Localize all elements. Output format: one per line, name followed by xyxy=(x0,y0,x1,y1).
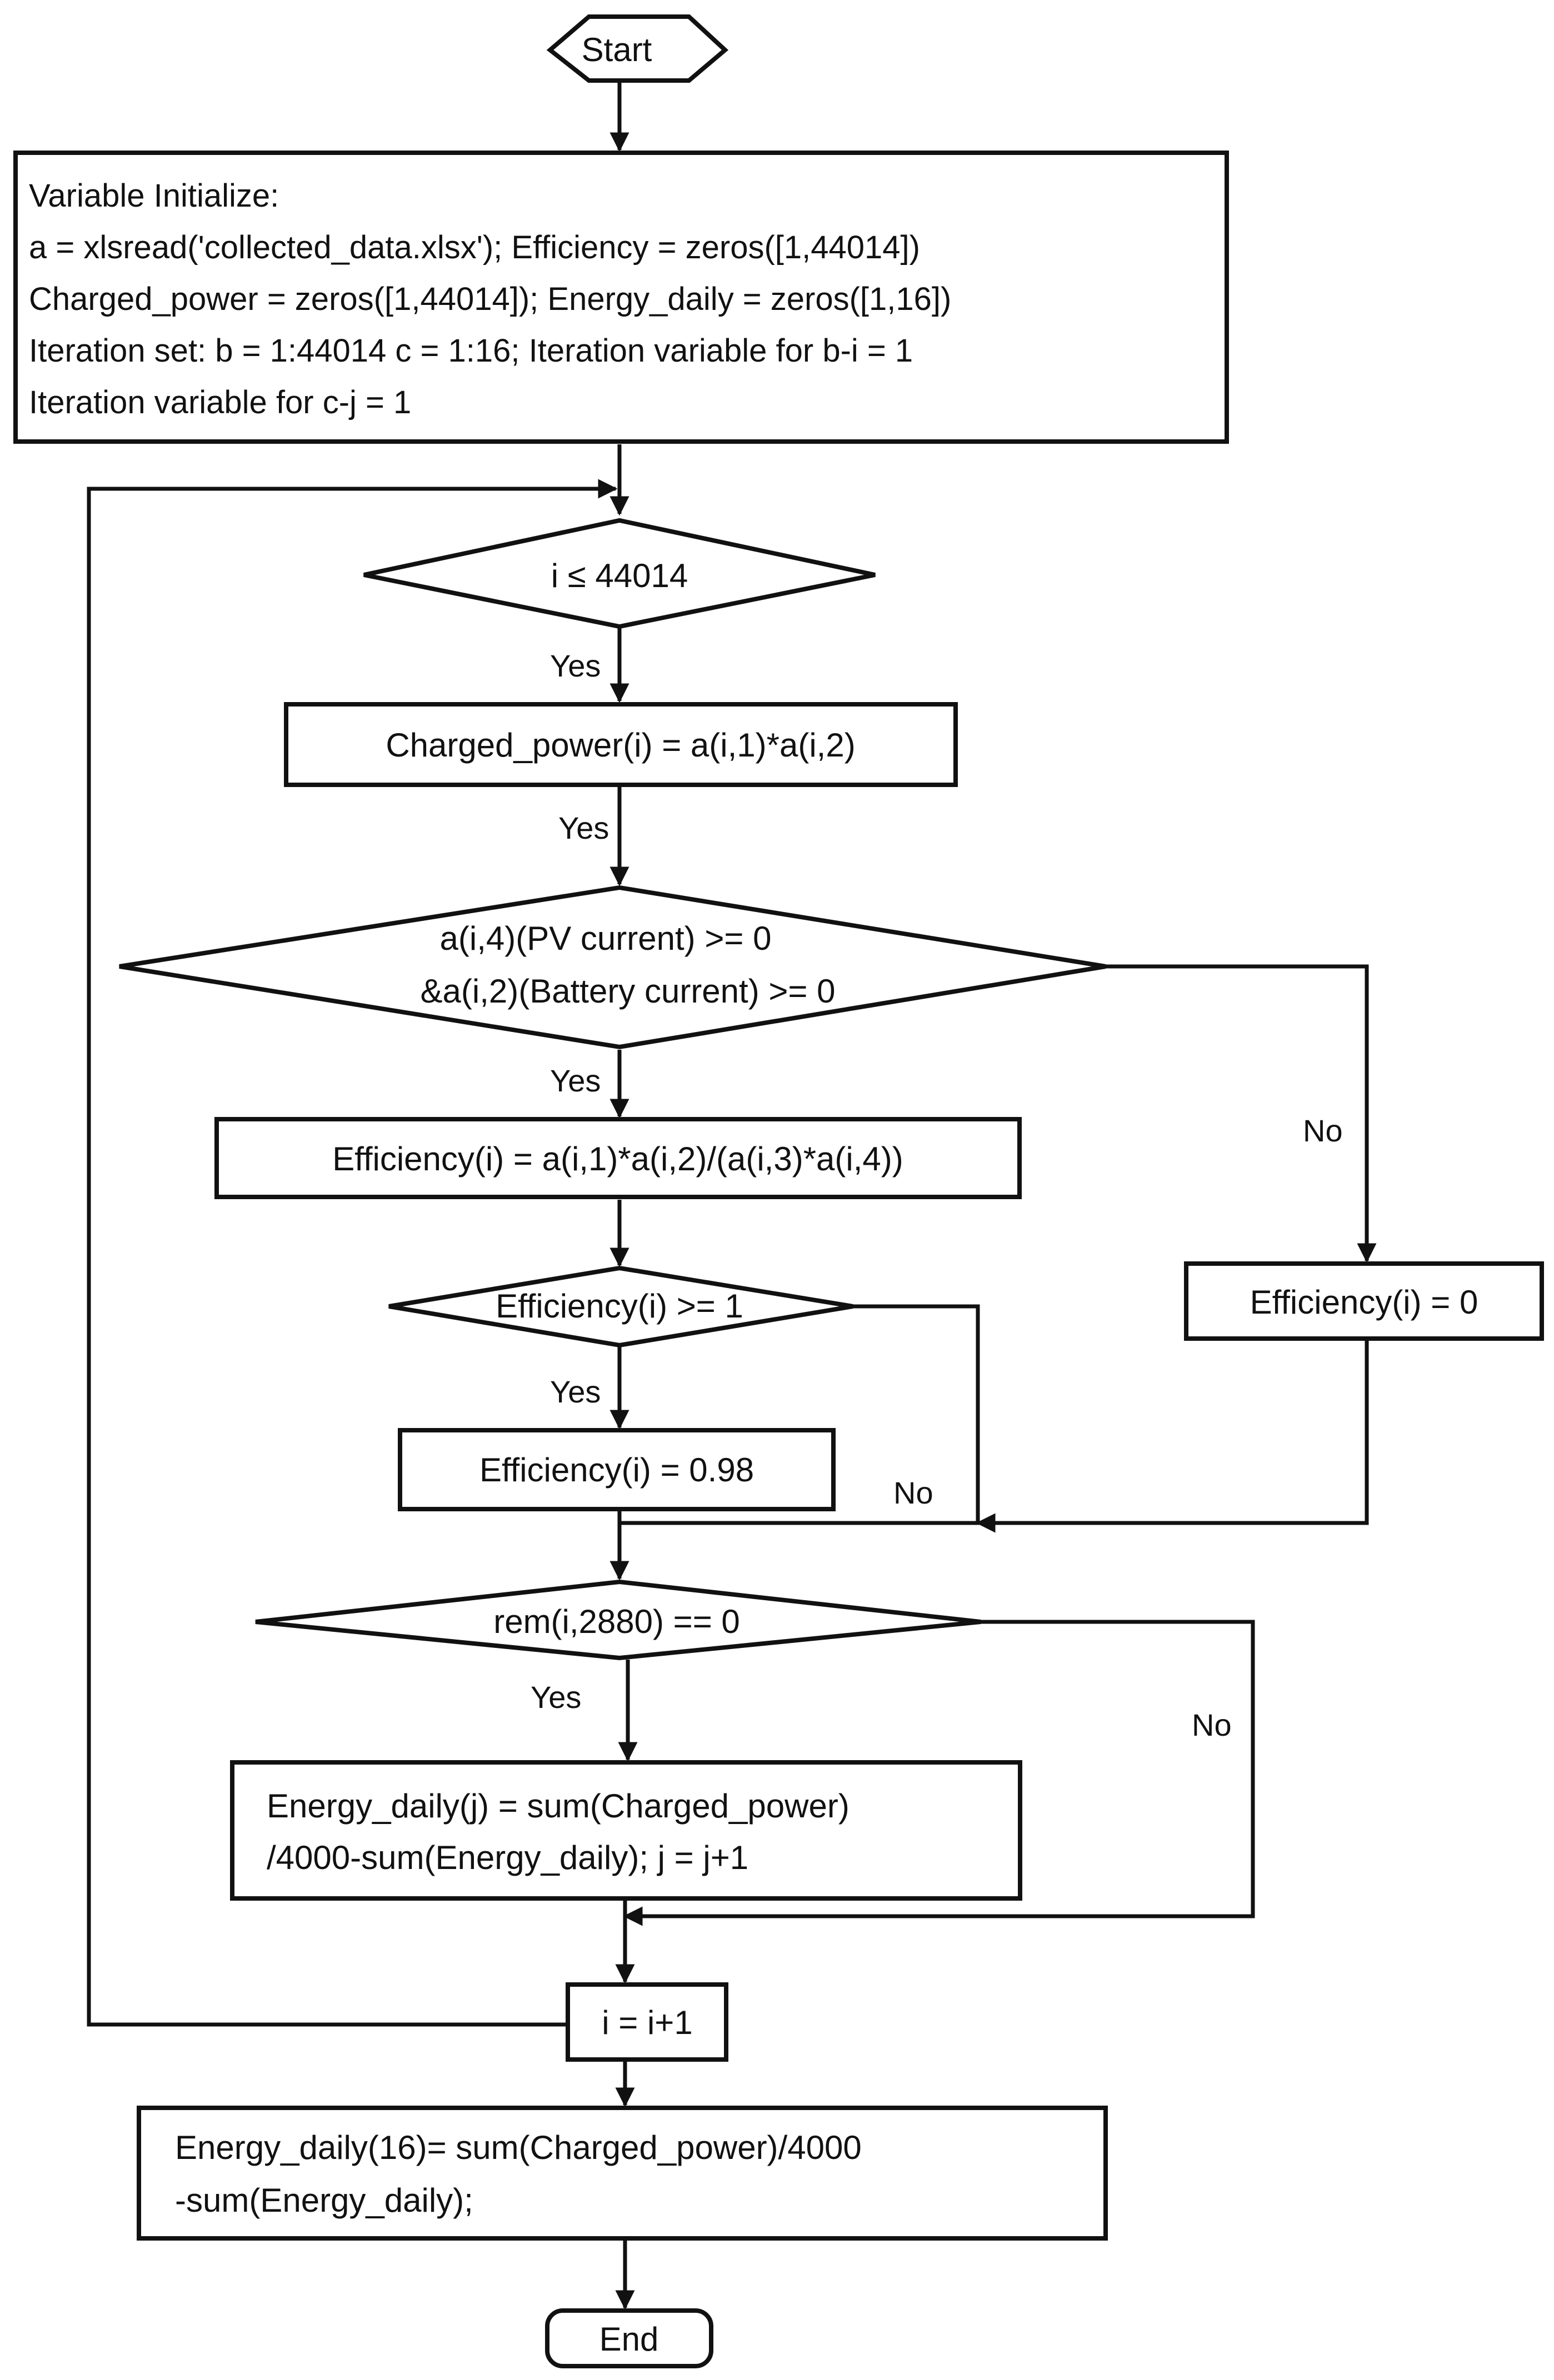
decision-currents-line-2: &a(i,2)(Battery current) >= 0 xyxy=(421,973,836,1010)
energy-daily-line-1: Energy_daily(j) = sum(Charged_power) xyxy=(267,1787,850,1825)
efficiency-zero-box: Efficiency(i) = 0 xyxy=(1184,1261,1544,1341)
decision-i-limit-label: i ≤ 44014 xyxy=(551,557,688,594)
start-node: Start xyxy=(546,14,729,83)
init-box: Variable Initialize: a = xlsread('collec… xyxy=(13,151,1229,444)
energy-final-line-1: Energy_daily(16)= sum(Charged_power)/400… xyxy=(175,2129,862,2166)
efficiency-calc-label: Efficiency(i) = a(i,1)*a(i,2)/(a(i,3)*a(… xyxy=(332,1140,903,1178)
line-eff-zero-down xyxy=(976,1339,1369,1533)
label-yes-1: Yes xyxy=(550,648,601,683)
charged-power-label: Charged_power(i) = a(i,1)*a(i,2) xyxy=(386,726,855,764)
energy-daily-line-2: /4000-sum(Energy_daily); j = j+1 xyxy=(267,1839,748,1876)
decision-rem: rem(i,2880) == 0 xyxy=(255,1579,981,1661)
end-node: End xyxy=(545,2308,713,2368)
init-line-4: Iteration set: b = 1:44014 c = 1:16; Ite… xyxy=(29,333,913,369)
energy-final-line-2: -sum(Energy_daily); xyxy=(175,2182,473,2219)
init-line-1: Variable Initialize: xyxy=(29,178,279,214)
label-no-efficiency: No xyxy=(893,1475,933,1510)
energy-final-box: Energy_daily(16)= sum(Charged_power)/400… xyxy=(137,2106,1108,2241)
decision-currents: a(i,4)(PV current) >= 0 &a(i,2)(Battery … xyxy=(119,885,1106,1050)
start-label: Start xyxy=(582,31,652,68)
arrow-cond-eff-no xyxy=(853,1304,980,1523)
label-yes-3: Yes xyxy=(550,1063,601,1098)
label-yes-5: Yes xyxy=(531,1680,581,1715)
label-yes-2: Yes xyxy=(558,810,609,845)
arrow-cond-currents-no xyxy=(1106,964,1377,1263)
init-line-3: Charged_power = zeros([1,44014]); Energy… xyxy=(29,281,951,317)
energy-daily-box: Energy_daily(j) = sum(Charged_power) /40… xyxy=(230,1760,1022,1901)
increment-label: i = i+1 xyxy=(602,2004,692,2041)
charged-power-box: Charged_power(i) = a(i,1)*a(i,2) xyxy=(284,702,958,787)
decision-currents-line-1: a(i,4)(PV current) >= 0 xyxy=(440,920,772,957)
label-no-currents: No xyxy=(1303,1113,1343,1148)
increment-box: i = i+1 xyxy=(566,1982,728,2062)
init-line-5: Iteration variable for c-j = 1 xyxy=(29,384,411,420)
efficiency-calc-box: Efficiency(i) = a(i,1)*a(i,2)/(a(i,3)*a(… xyxy=(214,1117,1022,1199)
connectors xyxy=(87,78,1377,2310)
init-line-2: a = xlsread('collected_data.xlsx'); Effi… xyxy=(29,229,920,265)
label-yes-4: Yes xyxy=(550,1374,601,1409)
label-no-rem: No xyxy=(1192,1707,1232,1742)
efficiency-cap-label: Efficiency(i) = 0.98 xyxy=(479,1451,754,1489)
efficiency-cap-box: Efficiency(i) = 0.98 xyxy=(398,1428,836,1511)
decision-i-limit: i ≤ 44014 xyxy=(363,518,876,629)
efficiency-zero-label: Efficiency(i) = 0 xyxy=(1250,1284,1478,1321)
end-label: End xyxy=(599,2321,659,2358)
arrow-cond-rem-no xyxy=(623,1620,1255,1926)
decision-efficiency-label: Efficiency(i) >= 1 xyxy=(496,1287,743,1325)
arrow-loop-back xyxy=(87,479,618,2027)
decision-efficiency: Efficiency(i) >= 1 xyxy=(388,1265,853,1348)
decision-rem-label: rem(i,2880) == 0 xyxy=(493,1603,740,1640)
